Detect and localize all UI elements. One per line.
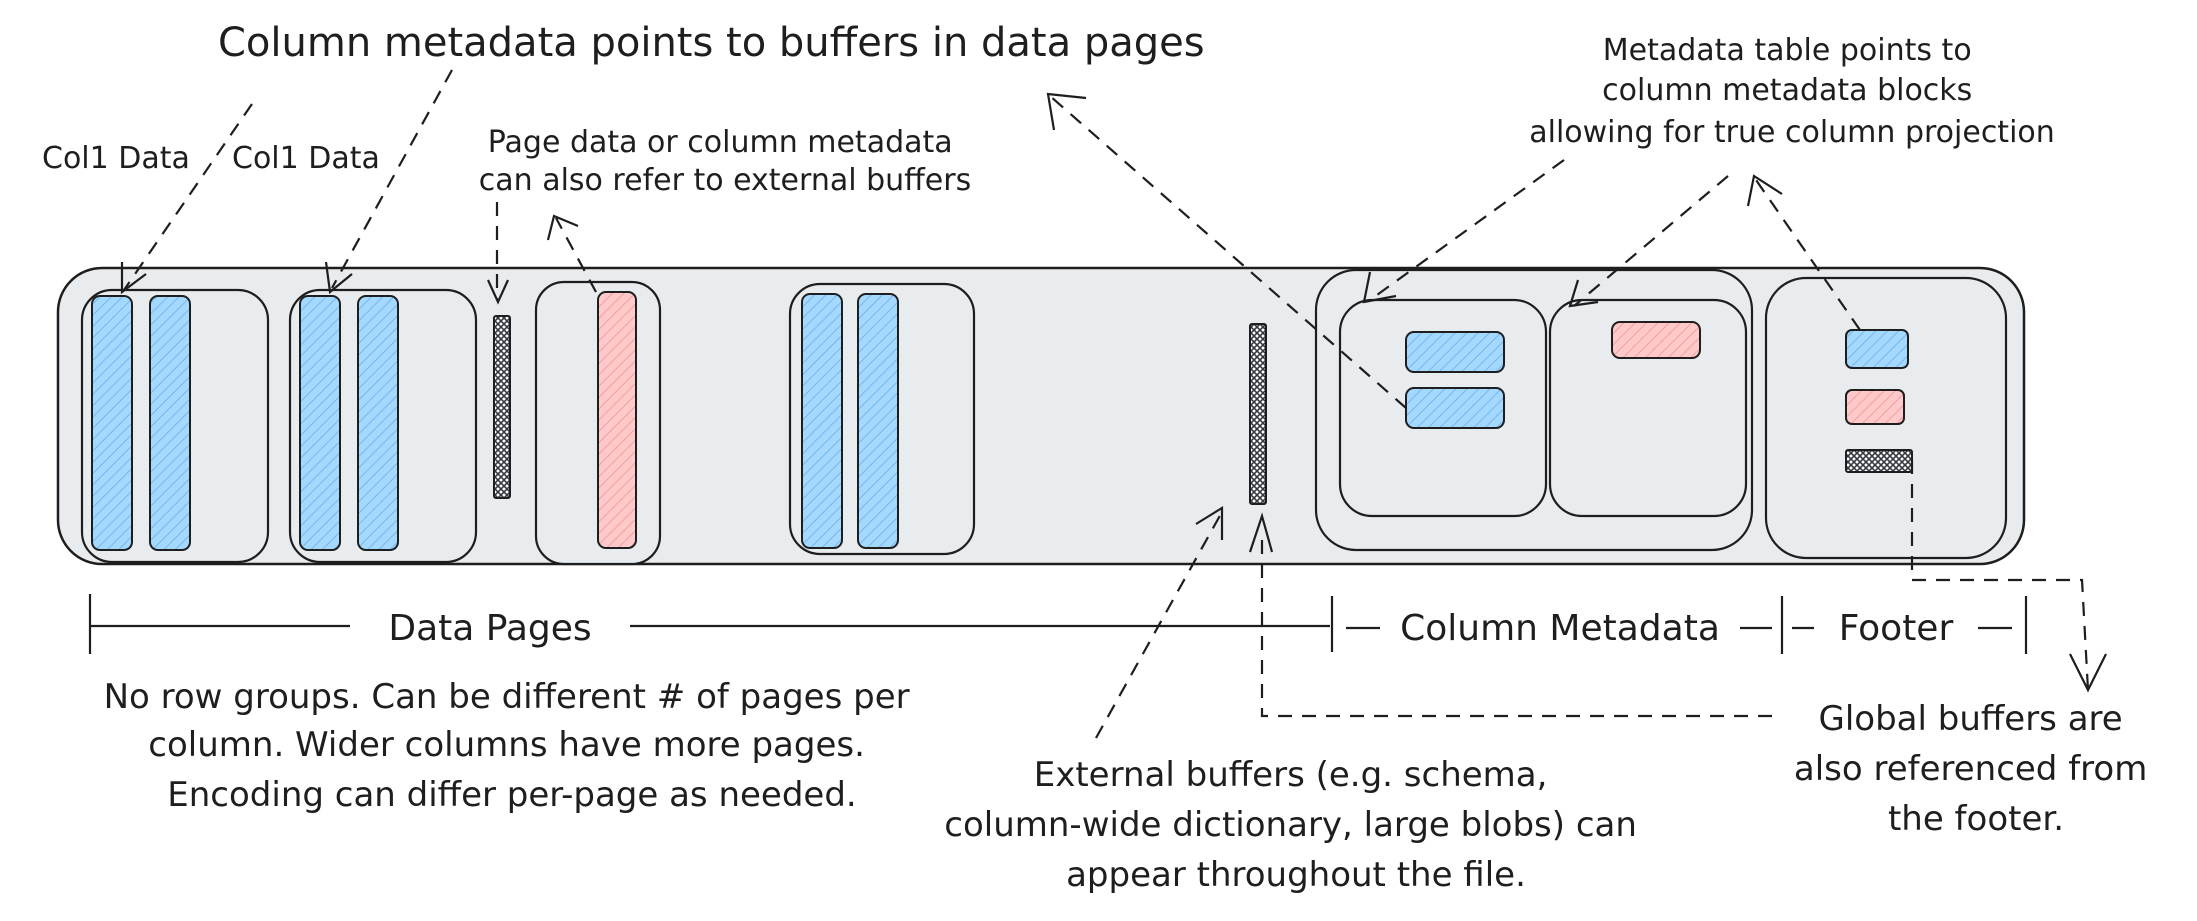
metadata-table-note-line: Metadata table points to — [1603, 33, 1972, 68]
arrowhead — [546, 214, 579, 241]
footer-buffer-blue — [1845, 329, 1909, 369]
arrowhead — [1248, 512, 1274, 553]
footer-buffer-red — [1845, 389, 1905, 425]
row-groups-note-line: No row groups. Can be different # of pag… — [104, 677, 910, 717]
arrowhead — [1568, 279, 1599, 308]
arrow-external-buffers-a — [1095, 511, 1223, 739]
global-buffers-note-line: also referenced from — [1794, 749, 2147, 789]
arrow-footer-to-metadata-note — [1755, 179, 1861, 331]
column-buffer-blue — [857, 293, 899, 549]
section-bracket-data-pages — [88, 594, 1334, 654]
external-buffers-note-line: External buffers (e.g. schema, — [1034, 755, 1548, 795]
row-groups-note-line: Encoding can differ per-page as needed. — [167, 775, 856, 815]
arrowhead — [1195, 506, 1224, 540]
metadata-buffer-blue — [1405, 331, 1505, 373]
section-bracket-column-metadata — [1346, 596, 1784, 654]
external-buffers-note-line: column-wide dictionary, large blobs) can — [944, 805, 1637, 845]
column-buffer-blue — [357, 295, 399, 551]
global-buffers-note-line: the footer. — [1888, 799, 2064, 839]
arrowhead — [486, 279, 510, 305]
external-buffers-note-line: appear throughout the file. — [1066, 855, 1526, 895]
arrow-external-buffers-b — [1260, 530, 1772, 718]
page-data-note: Page data or column metadata can also re… — [479, 125, 971, 198]
section-bracket-footer — [1792, 596, 2028, 654]
column-buffer-blue — [299, 295, 341, 551]
arrow-metadata-table-b — [1573, 175, 1729, 307]
arrowhead — [2069, 653, 2107, 693]
global-buffers-note-line: Global buffers are — [1818, 699, 2122, 739]
arrow-title-to-col1a — [123, 103, 253, 291]
arrow-footer-global — [1910, 460, 2090, 691]
metadata-buffer-red — [1611, 321, 1701, 359]
arrow-metadata-to-data-pages — [1049, 95, 1407, 409]
metadata-table-note: Metadata table points to column metadata… — [1529, 33, 2055, 150]
arrowhead — [120, 262, 147, 295]
arrowhead — [1046, 92, 1087, 131]
row-groups-note-line: column. Wider columns have more pages. — [148, 725, 865, 765]
col1-data-label-a: Col1 Data — [42, 141, 190, 176]
column-buffer-red — [597, 291, 637, 549]
section-label-column-metadata: Column Metadata — [1400, 608, 1720, 649]
arrow-metadata-table-a — [1369, 159, 1565, 301]
arrowhead — [1362, 271, 1397, 304]
diagram-title: Column metadata points to buffers in dat… — [218, 20, 1205, 66]
arrowhead — [1746, 174, 1783, 207]
row-groups-note: No row groups. Can be different # of pag… — [104, 677, 921, 815]
col1-data-label-b: Col1 Data — [232, 141, 380, 176]
page-data-note-line: Page data or column metadata — [488, 125, 953, 160]
metadata-table-note-line: allowing for true column projection — [1529, 115, 2055, 150]
external-buffer — [493, 315, 511, 499]
section-label-footer: Footer — [1839, 608, 1954, 649]
external-buffers-note: External buffers (e.g. schema, column-wi… — [944, 755, 1647, 895]
column-buffer-blue — [801, 293, 843, 549]
metadata-buffer-blue — [1405, 387, 1505, 429]
external-buffer — [1249, 323, 1267, 505]
column-buffer-blue — [149, 295, 191, 551]
arrowhead — [324, 261, 353, 295]
footer-buffer-global — [1845, 449, 1913, 473]
global-buffers-note: Global buffers are also referenced from … — [1794, 699, 2158, 839]
column-buffer-blue — [91, 295, 133, 551]
metadata-table-note-line: column metadata blocks — [1602, 73, 1972, 108]
section-label-data-pages: Data Pages — [388, 608, 591, 649]
arrow-title-to-col1b — [331, 69, 453, 289]
page-data-note-line: can also refer to external buffers — [479, 163, 971, 198]
